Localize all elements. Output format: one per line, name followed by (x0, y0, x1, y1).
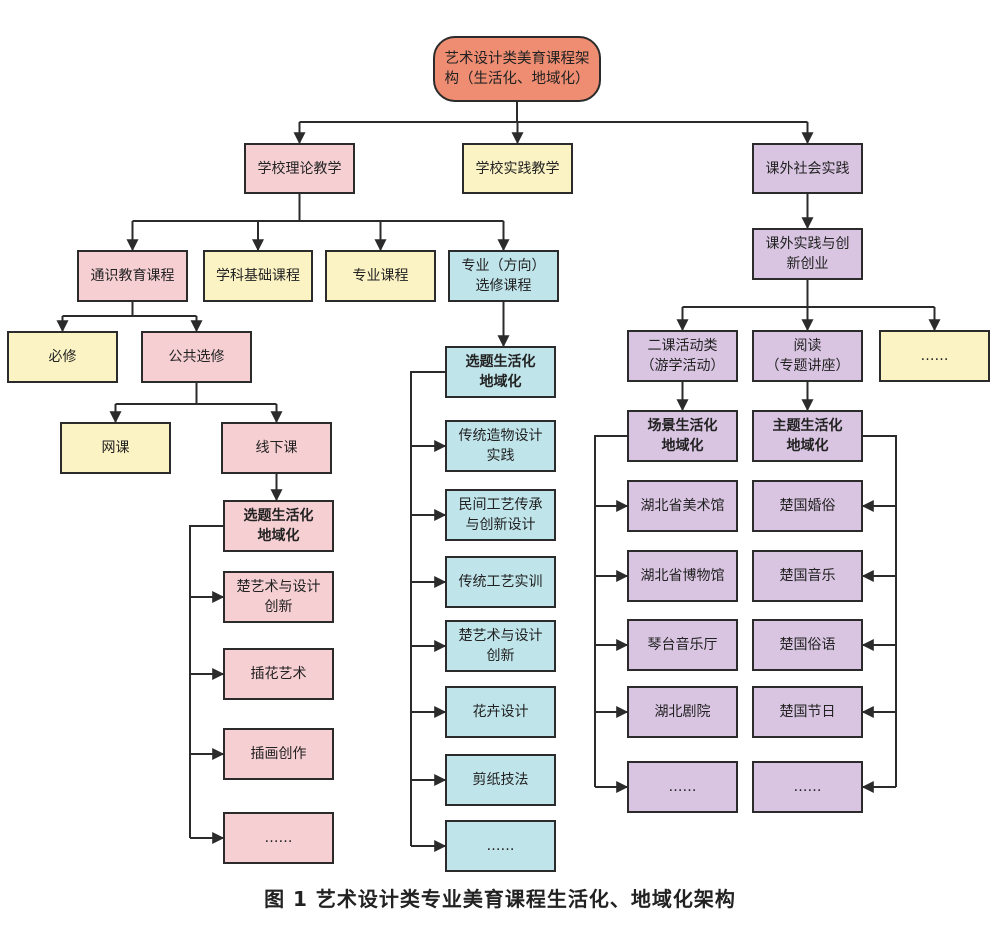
node-innov: 课外实践与创 新创业 (752, 228, 863, 280)
connector-theme-spine (863, 435, 897, 787)
connector-p-spine (189, 525, 223, 838)
figure-caption: 图 1 艺术设计类专业美育课程生活化、地域化架构 (264, 887, 736, 911)
node-theme: 主题生活化 地域化 (752, 410, 863, 462)
node-s2: 湖北省博物馆 (627, 550, 738, 602)
node-p2: 插花艺术 (223, 648, 334, 700)
node-social: 课外社会实践 (752, 143, 863, 194)
node-b6: 剪纸技法 (445, 754, 556, 806)
node-b1: 传统造物设计 实践 (445, 420, 556, 472)
node-b-topic: 选题生活化 地域化 (445, 346, 556, 398)
node-p4: …… (223, 812, 334, 864)
node-t5: …… (752, 761, 863, 813)
node-b3: 传统工艺实训 (445, 556, 556, 608)
node-b2: 民间工艺传承 与创新设计 (445, 489, 556, 541)
node-t3: 楚国俗语 (752, 619, 863, 671)
node-root: 艺术设计类美育课程架 构（生活化、地域化） (433, 36, 601, 102)
node-general: 通识教育课程 (77, 250, 188, 302)
node-scene: 场景生活化 地域化 (627, 410, 738, 462)
node-s3: 琴台音乐厅 (627, 619, 738, 671)
node-t1: 楚国婚俗 (752, 480, 863, 532)
node-online: 网课 (60, 422, 171, 474)
node-t4: 楚国节日 (752, 686, 863, 738)
connector-scene-spine (594, 435, 627, 787)
node-b4: 楚艺术与设计 创新 (445, 620, 556, 672)
node-p-topic: 选题生活化 地域化 (223, 500, 334, 552)
node-s1: 湖北省美术馆 (627, 480, 738, 532)
node-s4: 湖北剧院 (627, 686, 738, 738)
node-major: 专业课程 (325, 250, 436, 302)
node-p3: 插画创作 (223, 728, 334, 780)
node-b5: 花卉设计 (445, 686, 556, 738)
node-offline: 线下课 (221, 422, 332, 474)
node-extra: 二课活动类 （游学活动） (627, 330, 738, 382)
node-theory: 学校理论教学 (244, 143, 355, 194)
node-practice: 学校实践教学 (462, 143, 573, 194)
node-more: …… (879, 330, 990, 382)
node-reading: 阅读 （专题讲座） (752, 330, 863, 382)
node-elective: 专业（方向） 选修课程 (448, 250, 559, 302)
node-basic: 学科基础课程 (203, 250, 313, 302)
node-required: 必修 (7, 331, 118, 383)
node-public: 公共选修 (141, 331, 252, 383)
node-s5: …… (627, 761, 738, 813)
node-p1: 楚艺术与设计 创新 (223, 571, 334, 623)
connector-b-spine (410, 371, 445, 846)
node-b7: …… (445, 820, 556, 872)
node-t2: 楚国音乐 (752, 550, 863, 602)
